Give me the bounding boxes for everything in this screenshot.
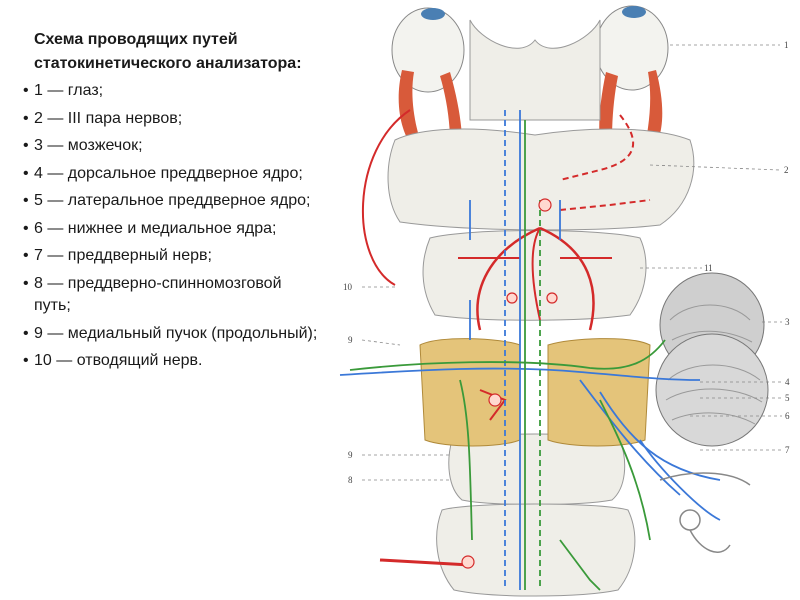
right-eye-muscles bbox=[599, 72, 618, 140]
cerebellum bbox=[655, 272, 769, 447]
legend-item: 3 — мозжечок; bbox=[22, 135, 322, 158]
legend-item: 5 — латеральное преддверное ядро; bbox=[22, 190, 322, 213]
legend-list: 1 — глаз; 2 — III пара нервов; 3 — мозже… bbox=[22, 80, 322, 373]
fig-label-1: 1 bbox=[784, 40, 789, 50]
legend-item: 7 — преддверный нерв; bbox=[22, 245, 322, 268]
medulla bbox=[419, 338, 651, 447]
legend-item: 4 — дорсальное преддверное ядро; bbox=[22, 163, 322, 186]
legend-item: 1 — глаз; bbox=[22, 80, 322, 103]
legend-item: 6 — нижнее и медиальное ядра; bbox=[22, 218, 322, 241]
right-eye-muscle-lateral bbox=[646, 70, 663, 140]
brainstem bbox=[387, 19, 695, 597]
inner-ear bbox=[659, 472, 751, 553]
figure-labels: 1 2 3 4 5 6 7 8 9 9 10 11 bbox=[343, 40, 790, 485]
fig-label-11: 11 bbox=[704, 263, 713, 273]
vestibular-pathway-diagram: 1 2 3 4 5 6 7 8 9 9 10 11 bbox=[339, 5, 790, 597]
fig-label-3: 3 bbox=[785, 317, 790, 327]
fig-label-5: 5 bbox=[785, 393, 790, 403]
left-iris bbox=[421, 8, 445, 20]
left-eye-muscles bbox=[398, 70, 420, 140]
fig-label-9a: 9 bbox=[348, 335, 353, 345]
fig-label-10: 10 bbox=[343, 282, 353, 292]
blue-pathways bbox=[339, 110, 721, 590]
label-leaders bbox=[361, 44, 782, 481]
fig-label-6: 6 bbox=[785, 411, 790, 421]
left-eyeball bbox=[391, 7, 465, 93]
neuron-markers bbox=[461, 198, 558, 569]
text-panel: Схема проводящих путей статокинетическог… bbox=[22, 28, 322, 378]
fig-label-7: 7 bbox=[785, 445, 790, 455]
pons-upper bbox=[387, 128, 695, 231]
spinal-segment-lower bbox=[436, 503, 636, 597]
eyes bbox=[391, 5, 669, 142]
legend-item: 10 — отводящий нерв. bbox=[22, 350, 322, 373]
fig-label-8: 8 bbox=[348, 475, 353, 485]
green-pathways bbox=[349, 120, 666, 591]
legend-item: 8 — преддверно-спинномозговой путь; bbox=[22, 273, 322, 318]
slide-title: Схема проводящих путей статокинетическог… bbox=[34, 31, 302, 72]
midbrain-top bbox=[469, 19, 601, 121]
fig-label-9b: 9 bbox=[348, 450, 353, 460]
legend-item: 9 — медиальный пучок (продольный); bbox=[22, 323, 322, 346]
left-eye-muscle-medial bbox=[440, 72, 462, 142]
fig-label-4: 4 bbox=[785, 377, 790, 387]
right-iris bbox=[622, 6, 646, 18]
legend-item: 2 — III пара нервов; bbox=[22, 108, 322, 131]
fig-label-2: 2 bbox=[784, 165, 789, 175]
